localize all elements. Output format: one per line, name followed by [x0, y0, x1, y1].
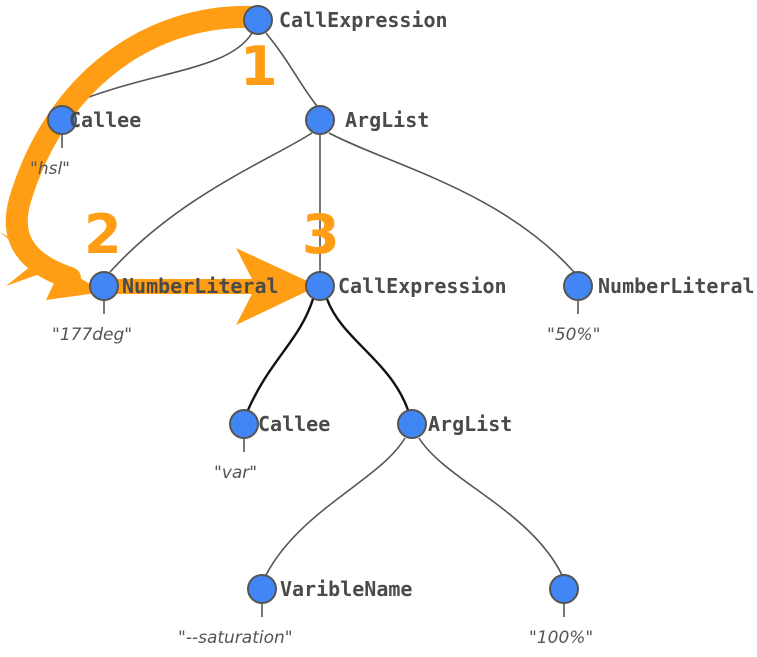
node-label-call2: CallExpression — [338, 274, 507, 298]
node-label-varname: VaribleName — [280, 577, 413, 601]
tree-edges — [61, 32, 579, 617]
tree-nodes — [47, 5, 593, 604]
highlight-arrow-curved — [0, 5, 264, 300]
tree-edges-strong — [246, 298, 410, 411]
edge-arglist1-numlit1 — [109, 132, 313, 273]
node-label-numlit2: NumberLiteral — [598, 274, 755, 298]
edge-call2-arglist2 — [325, 298, 410, 411]
step-badge-3: 3 — [302, 203, 340, 266]
node-label-callee2: Callee — [258, 412, 331, 436]
node-label-callee1: Callee — [69, 108, 142, 132]
edge-arglist2-varname — [265, 437, 406, 576]
edge-root-arglist1 — [265, 32, 318, 107]
node-numlit3[interactable] — [549, 574, 579, 604]
edge-arglist2-numlit3 — [418, 437, 563, 576]
edge-arglist1-numlit2 — [328, 132, 575, 273]
node-label-numlit1: NumberLiteral — [122, 274, 279, 298]
step-badge-1: 1 — [240, 35, 278, 98]
node-numlit2[interactable] — [563, 271, 593, 301]
node-numlit1[interactable] — [89, 271, 119, 301]
node-label-arglist2: ArgList — [428, 412, 513, 436]
value-label-numlit3: "100%" — [529, 628, 594, 648]
node-label-arglist1: ArgList — [345, 108, 430, 132]
value-label-numlit2: "50%" — [547, 325, 601, 345]
node-arglist1[interactable] — [305, 105, 335, 135]
value-label-numlit1: "177deg" — [52, 325, 133, 345]
value-label-varname: "--saturation" — [178, 628, 293, 648]
node-callee2[interactable] — [229, 409, 259, 439]
value-label-callee1: "hsl" — [30, 159, 70, 179]
highlight-arrow-straight — [104, 248, 318, 325]
edge-root-callee1 — [65, 32, 253, 107]
node-varname[interactable] — [247, 574, 277, 604]
node-root[interactable] — [243, 5, 273, 35]
node-callee1[interactable] — [47, 105, 77, 135]
node-call2[interactable] — [305, 271, 335, 301]
edge-call2-callee2 — [246, 298, 315, 411]
value-label-callee2: "var" — [214, 463, 258, 483]
node-label-root: CallExpression — [279, 8, 448, 32]
step-badge-2: 2 — [84, 203, 122, 266]
node-arglist2[interactable] — [397, 409, 427, 439]
